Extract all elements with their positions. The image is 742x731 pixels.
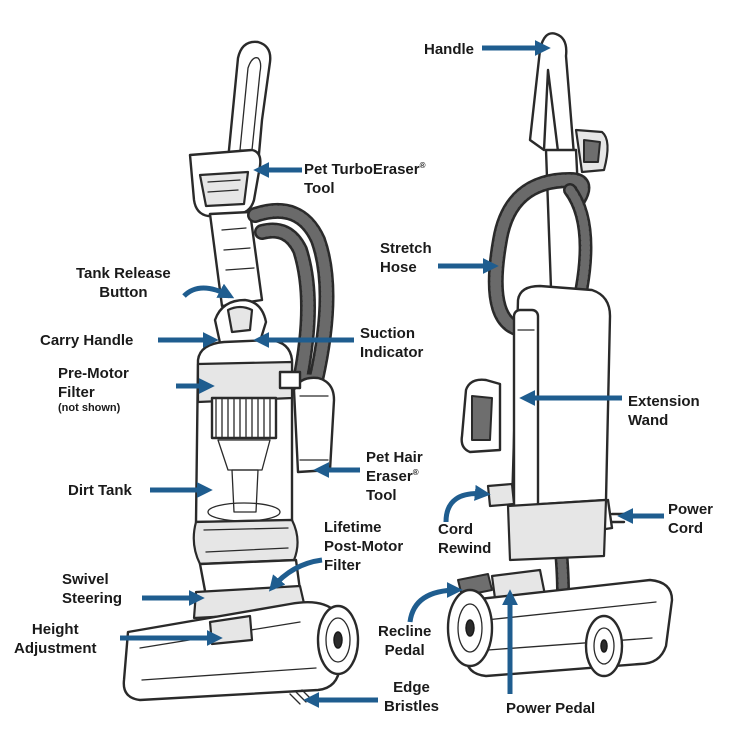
label-cord-rewind: Cord Rewind [438, 521, 492, 557]
label-swivel-steering: Swivel Steering [62, 571, 123, 607]
back-view-vacuum [446, 32, 674, 678]
label-pre-motor-filter: Pre-Motor Filter (not shown) [58, 365, 129, 414]
label-edge-bristles: Edge Bristles [384, 679, 440, 715]
label-extension-wand: Extension Wand [628, 393, 700, 429]
label-power-pedal: Power Pedal [506, 700, 596, 717]
label-pet-hair-eraser: Pet Hair Eraser® Tool [366, 449, 423, 504]
label-suction-indicator: Suction Indicator [360, 325, 424, 361]
arrow-cord-rewind [443, 484, 491, 523]
arrow-lifetime-filter [268, 557, 323, 592]
arrow-tank-release [182, 283, 235, 299]
label-handle: Handle [424, 41, 475, 58]
label-height-adjustment: Height Adjustment [14, 621, 97, 657]
label-lifetime-post-motor-filter: Lifetime Post-Motor Filter [324, 519, 404, 574]
label-carry-handle: Carry Handle [40, 332, 134, 349]
label-dirt-tank: Dirt Tank [68, 482, 132, 499]
label-stretch-hose: Stretch Hose [380, 240, 432, 276]
label-recline-pedal: Recline Pedal [378, 623, 432, 659]
label-tank-release-button: Tank Release Button [76, 265, 171, 301]
label-power-cord: Power Cord [668, 501, 714, 537]
front-view-vacuum [122, 40, 360, 705]
callout-arrows [120, 39, 664, 709]
arrow-recline-pedal [407, 582, 463, 623]
label-pet-turbo-eraser: Pet TurboEraser® Tool [304, 161, 426, 197]
